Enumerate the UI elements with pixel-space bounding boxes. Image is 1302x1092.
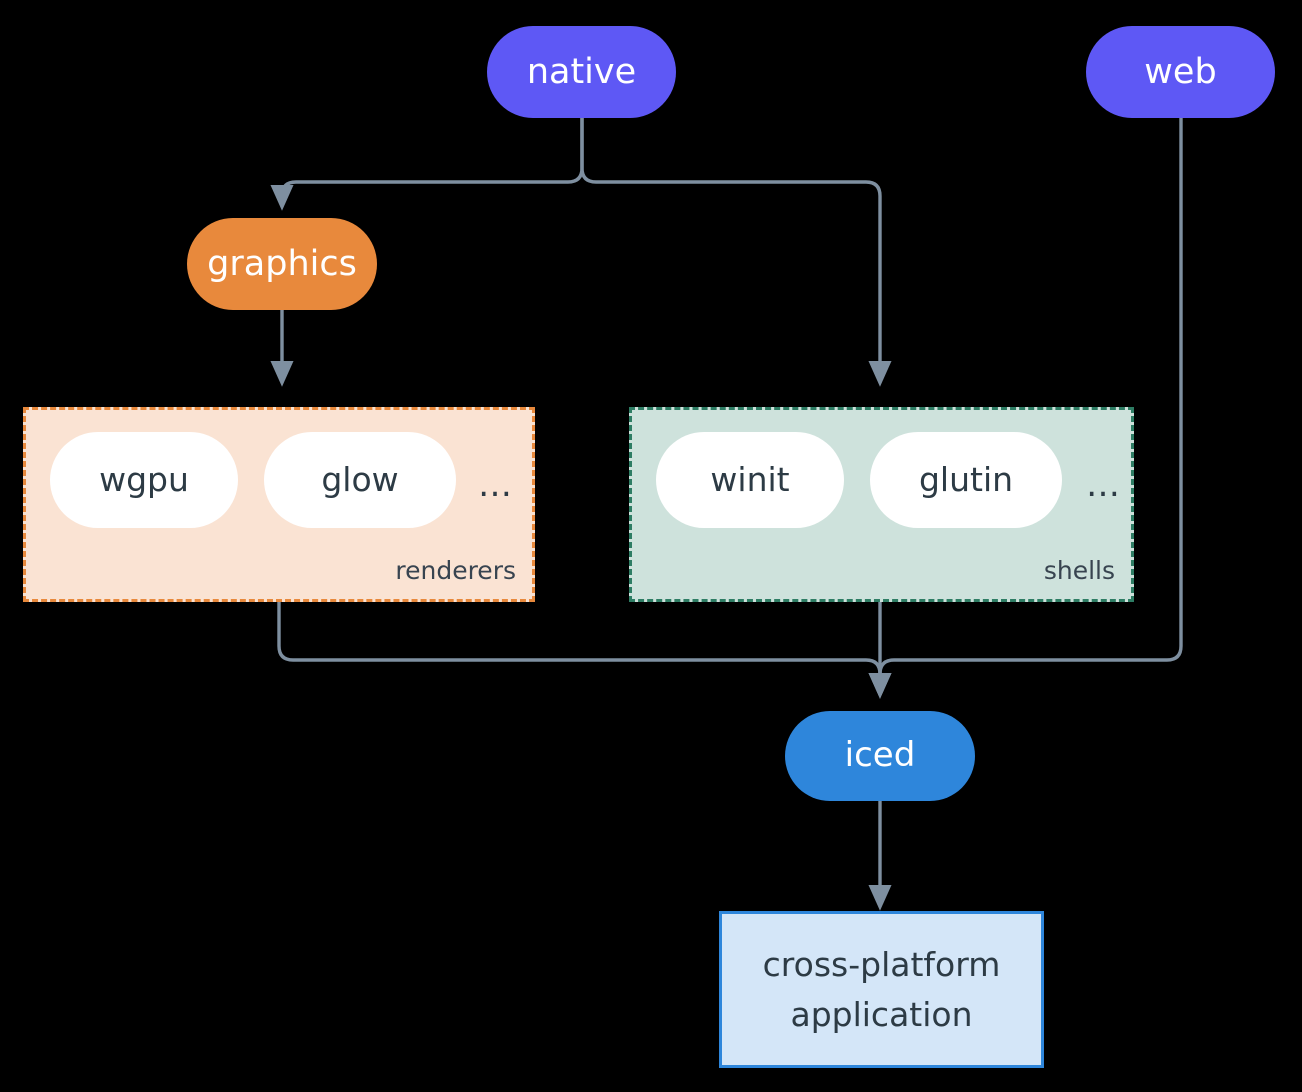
edge-web-to-iced [868, 118, 1183, 699]
node-application-label-line2: application [790, 994, 973, 1034]
node-web[interactable]: web [1086, 26, 1275, 118]
node-native[interactable]: native [487, 26, 676, 118]
cluster-shells-label: shells [1043, 556, 1115, 585]
node-iced-label: iced [844, 735, 916, 776]
node-winit-label: winit [710, 459, 790, 499]
renderers-overflow-ellipsis: … [478, 465, 513, 505]
edge-renderers-to-iced [277, 602, 892, 699]
node-graphics[interactable]: graphics [187, 218, 377, 310]
node-glow[interactable]: glow [264, 432, 456, 528]
node-graphics-label: graphics [207, 243, 357, 284]
node-wgpu[interactable]: wgpu [50, 432, 238, 528]
node-web-label: web [1144, 51, 1217, 92]
node-glow-label: glow [321, 459, 399, 499]
node-glutin[interactable]: glutin [870, 432, 1062, 528]
cluster-renderers-label: renderers [395, 556, 516, 585]
node-wgpu-label: wgpu [99, 459, 189, 499]
node-application[interactable]: cross-platform application [719, 911, 1044, 1068]
edge-native-to-shells [580, 118, 892, 387]
node-iced[interactable]: iced [785, 711, 975, 801]
node-application-label-line1: cross-platform [762, 945, 1001, 984]
edge-native-to-graphics [270, 118, 584, 211]
node-glutin-label: glutin [918, 459, 1014, 499]
node-native-label: native [526, 51, 637, 92]
node-winit[interactable]: winit [656, 432, 844, 528]
shells-overflow-ellipsis: … [1086, 465, 1121, 505]
